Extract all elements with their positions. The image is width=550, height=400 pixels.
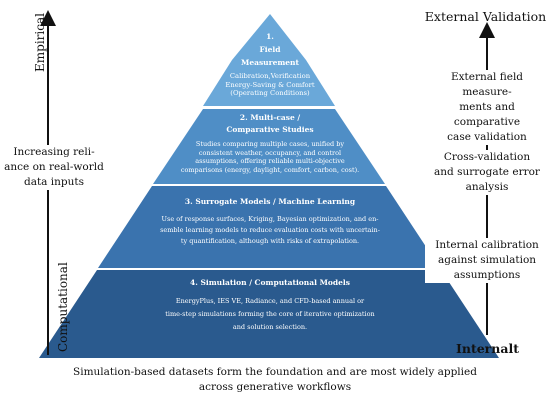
- tier-1-body-line: Energy-Saving & Comfort: [225, 80, 315, 89]
- tier-4-body-line: time-step simulations forming the core o…: [165, 310, 375, 318]
- tier-4-body-line: and solution selection.: [232, 323, 308, 331]
- right-axis-top-label: External Validation: [424, 9, 547, 24]
- left-note-line: ance on real-world: [4, 161, 104, 173]
- caption: Simulation-based datasets form the found…: [40, 365, 510, 395]
- left-axis-note: Increasing reli- ance on real-world data…: [4, 145, 104, 190]
- right-note-line: and surrogate error: [434, 166, 540, 178]
- tier-3-title-line: 3. Surrogate Models / Machine Learning: [184, 197, 356, 206]
- left-axis-bottom-label: Computational: [56, 262, 70, 352]
- tier-4-text: 4. Simulation / Computational Models Ene…: [100, 277, 440, 334]
- right-note-line: ments and comparative: [453, 101, 521, 128]
- right-note-line: External field measure-: [450, 71, 524, 98]
- right-note-3: Internal calibration against simulation …: [425, 238, 549, 283]
- tier-1-text: 1. Field Measurement Calibration,Verific…: [205, 30, 335, 98]
- tier-4-title-line: 4. Simulation / Computational Models: [190, 278, 350, 287]
- tier-1-title-line: Field: [259, 45, 281, 54]
- tier-2-body-line: comparisons (energy, daylight, comfort, …: [180, 165, 360, 174]
- tier-1-body-line: Calibration,Verification: [229, 72, 311, 80]
- tier-3-body-line: Use of response surfaces, Kriging, Bayes…: [161, 215, 379, 223]
- tier-4-shape: [39, 270, 499, 358]
- right-note-line: Cross-validation: [443, 151, 531, 163]
- tier-1-title-line: 1.: [266, 32, 274, 41]
- tier-1-body-shape: [203, 60, 335, 106]
- tier-4-body-line: EnergyPlus, IES VE, Radiance, and CFD-ba…: [175, 297, 365, 305]
- left-note-line: data inputs: [23, 176, 84, 188]
- tier-2-title-line: 2. Multi-case /: [239, 113, 301, 122]
- tier-2-body-line: Studies comparing multiple cases, unifie…: [195, 140, 345, 148]
- right-note-line: Internal calibration: [435, 239, 539, 251]
- right-note-1: External field measure- ments and compar…: [425, 70, 549, 145]
- right-note-2: Cross-validation and surrogate error ana…: [425, 150, 549, 195]
- tier-2-text: 2. Multi-case / Comparative Studies Stud…: [155, 112, 385, 174]
- left-axis-top-label: Empirical: [33, 13, 47, 72]
- tier-3-body-line: semble learning models to reduce evaluat…: [160, 226, 380, 234]
- tier-3-shape: [98, 186, 440, 268]
- tier-2-body-line: consistent weather, occupancy, and contr…: [198, 148, 342, 157]
- tier-3-body-line: ty quantification, although with risks o…: [180, 237, 360, 245]
- tier-1-title-line: Measurement: [241, 58, 299, 67]
- right-axis-bottom-label: Internalt: [456, 341, 519, 356]
- caption-line: across generative workflows: [198, 381, 352, 393]
- tier-3-text: 3. Surrogate Models / Machine Learning U…: [110, 196, 430, 247]
- right-note-line: analysis: [465, 181, 509, 193]
- tier-1-shape: [232, 14, 306, 60]
- tier-1-body-line: (Operating Conditions): [230, 89, 310, 97]
- right-note-line: case validation: [447, 131, 527, 143]
- caption-line: Simulation-based datasets form the found…: [73, 366, 477, 378]
- tier-2-body-line: assumptions, offering reliable multi-obj…: [195, 157, 345, 165]
- tier-2-shape: [153, 109, 385, 184]
- left-note-line: Increasing reli-: [13, 146, 95, 158]
- right-note-line: assumptions: [453, 269, 521, 281]
- tier-2-title-line: Comparative Studies: [226, 125, 314, 134]
- right-note-line: against simulation: [437, 254, 537, 266]
